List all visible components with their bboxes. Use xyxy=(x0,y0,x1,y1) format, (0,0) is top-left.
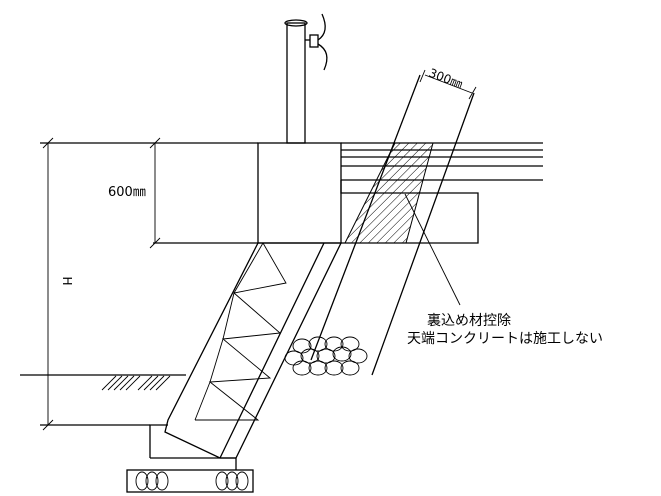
depth-dimension xyxy=(149,137,161,249)
note-line-2: 天端コンクリートは施工しない xyxy=(407,331,603,347)
drain-gravel xyxy=(284,336,368,376)
foundation-base xyxy=(126,424,254,493)
backfill-band xyxy=(310,69,477,376)
height-label: H xyxy=(60,276,74,285)
hatched-backfill-zone xyxy=(344,142,434,244)
fence-post xyxy=(284,13,328,144)
height-dimension xyxy=(42,137,54,431)
note-line-1: 裏込め材控除 xyxy=(427,312,511,329)
note-leader-line xyxy=(404,193,461,306)
width-label: 300㎜ xyxy=(427,66,465,92)
front-ground xyxy=(20,374,186,391)
depth-label: 600㎜ xyxy=(108,185,146,200)
crown-block xyxy=(153,142,342,244)
